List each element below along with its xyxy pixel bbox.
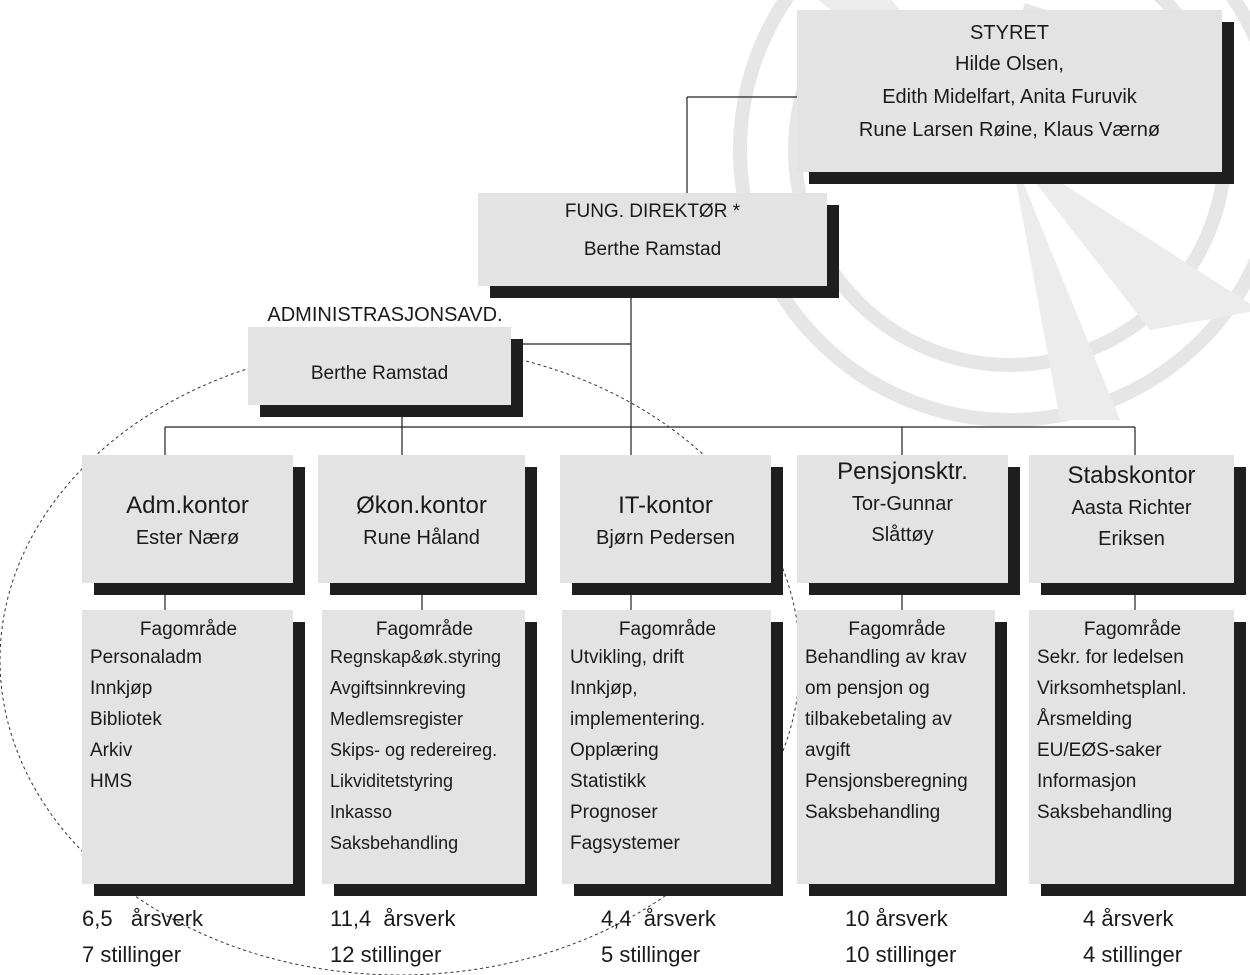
fte-count: 11,4 årsverk <box>330 906 456 931</box>
area-header: Fagområde <box>848 619 946 640</box>
director-name: Berthe Ramstad <box>583 239 722 260</box>
office-head-name: Aasta Richter <box>1071 497 1192 519</box>
area-box-it: Fagområde Utvikling, drift Innkjøp, impl… <box>562 610 771 884</box>
office-box-adm: Adm.kontor Ester Nærø <box>82 455 293 583</box>
area-item: Innkjøp <box>90 678 153 699</box>
area-item: Personaladm <box>90 647 202 668</box>
fte-count: 4 årsverk <box>1083 906 1174 931</box>
area-header: Fagområde <box>618 619 717 640</box>
admin-dept-name: Berthe Ramstad <box>310 363 449 384</box>
board-member: Rune Larsen Røine, Klaus Værnø <box>858 119 1161 141</box>
director-title: FUNG. DIREKTØR * <box>564 201 741 222</box>
admin-dept-box: Berthe Ramstad <box>248 327 511 405</box>
fte-count: 6,5 årsverk <box>82 906 204 931</box>
board-member: Hilde Olsen, <box>955 53 1064 75</box>
area-item: Bibliotek <box>90 709 162 730</box>
area-item: Saksbehandling <box>1037 802 1173 823</box>
area-item: Opplæring <box>570 740 659 761</box>
area-header: Fagområde <box>1083 619 1182 640</box>
area-item: HMS <box>90 771 133 792</box>
office-head-name: Ester Nærø <box>135 527 240 549</box>
area-item: Prognoser <box>570 802 658 823</box>
board-box: STYRET Hilde Olsen, Edith Midelfart, Ani… <box>797 10 1222 172</box>
position-count: 7 stillinger <box>82 942 182 967</box>
area-item: Medlemsregister <box>330 709 464 729</box>
area-box-okon: Fagområde Regnskap&øk.styring Avgiftsinn… <box>322 610 525 884</box>
area-item: Skips- og redereireg. <box>330 740 498 760</box>
area-item: tilbakebetaling av <box>805 709 952 730</box>
staffing-okon: 11,4 årsverk 12 stillinger <box>330 901 456 973</box>
admin-dept-title: ADMINISTRASJONSAVD. <box>267 304 503 326</box>
director-box: FUNG. DIREKTØR * Berthe Ramstad <box>478 193 827 286</box>
office-head-name: Bjørn Pedersen <box>596 527 735 549</box>
office-head-name: Eriksen <box>1098 528 1165 550</box>
area-item: Avgiftsinnkreving <box>330 678 466 698</box>
area-item: Regnskap&øk.styring <box>330 647 502 667</box>
area-item: Inkasso <box>330 802 393 822</box>
area-item: Sekr. for ledelsen <box>1037 647 1184 668</box>
area-item: Utvikling, drift <box>570 647 685 668</box>
office-title: IT-kontor <box>618 492 713 519</box>
position-count: 5 stillinger <box>601 942 701 967</box>
office-box-pensjon: Pensjonsktr. Tor-Gunnar Slåttøy <box>797 455 1008 583</box>
position-count: 12 stillinger <box>330 942 442 967</box>
staffing-stab: 4 årsverk 4 stillinger <box>1083 901 1182 973</box>
area-item: Saksbehandling <box>330 833 459 853</box>
area-item: avgift <box>805 740 851 761</box>
staffing-it: 4,4 årsverk 5 stillinger <box>601 901 716 973</box>
area-item: Innkjøp, <box>570 678 638 699</box>
area-item: Informasjon <box>1037 771 1137 792</box>
area-item: Arkiv <box>90 740 133 761</box>
office-title: Økon.kontor <box>356 492 487 519</box>
office-head-name: Rune Håland <box>363 527 480 549</box>
position-count: 4 stillinger <box>1083 942 1183 967</box>
office-box-it: IT-kontor Bjørn Pedersen <box>560 455 771 583</box>
area-box-pensjon: Fagområde Behandling av krav om pensjon … <box>797 610 995 884</box>
area-item: Behandling av krav <box>805 647 967 668</box>
staffing-adm: 6,5 årsverk 7 stillinger <box>82 901 203 973</box>
office-box-stab: Stabskontor Aasta Richter Eriksen <box>1029 455 1234 583</box>
area-item: Årsmelding <box>1037 709 1133 730</box>
office-head-name: Tor-Gunnar <box>851 493 954 515</box>
area-box-stab: Fagområde Sekr. for ledelsen Virksomhets… <box>1029 610 1234 884</box>
area-item: om pensjon og <box>805 678 930 699</box>
area-box-adm: Fagområde Personaladm Innkjøp Bibliotek … <box>82 610 293 884</box>
position-count: 10 stillinger <box>845 942 957 967</box>
area-item: Likviditetstyring <box>330 771 454 791</box>
area-item: EU/EØS-saker <box>1037 740 1162 761</box>
area-item: Pensjonsberegning <box>805 771 968 792</box>
board-title: STYRET <box>970 22 1049 44</box>
fte-count: 4,4 årsverk <box>601 906 716 931</box>
office-title: Stabskontor <box>1067 462 1196 489</box>
area-item: Virksomhetsplanl. <box>1037 678 1187 699</box>
area-item: Saksbehandling <box>805 802 941 823</box>
office-title: Adm.kontor <box>126 492 249 519</box>
office-title: Pensjonsktr. <box>837 458 968 485</box>
office-head-name: Slåttøy <box>871 524 934 546</box>
area-item: implementering. <box>570 709 706 730</box>
area-header: Fagområde <box>139 619 238 640</box>
area-item: Statistikk <box>570 771 647 792</box>
staffing-pensjon: 10 årsverk 10 stillinger <box>845 901 956 973</box>
office-box-okon: Økon.kontor Rune Håland <box>318 455 525 583</box>
fte-count: 10 årsverk <box>845 906 948 931</box>
board-member: Edith Midelfart, Anita Furuvik <box>882 86 1137 108</box>
area-header: Fagområde <box>375 619 474 640</box>
area-item: Fagsystemer <box>570 833 680 854</box>
